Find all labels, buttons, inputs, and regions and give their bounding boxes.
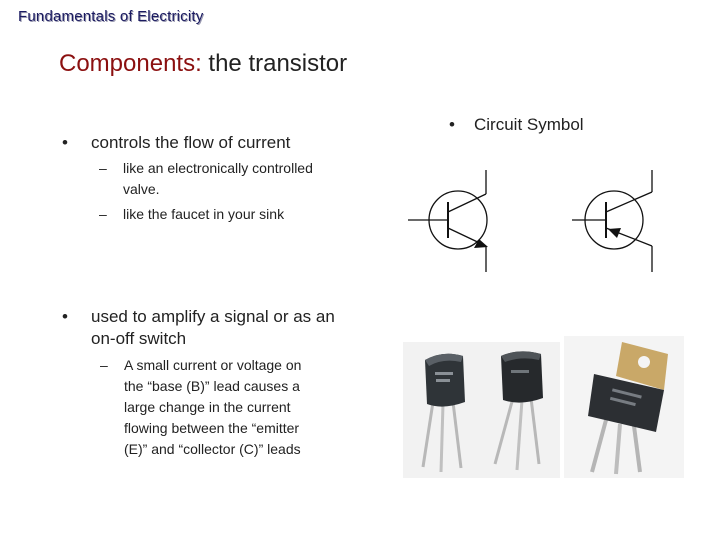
title-accent: Components: (59, 50, 202, 77)
sub-dash: – (99, 206, 107, 222)
sub-text-line: large change in the current (124, 399, 291, 415)
sub-text-line2: valve. (123, 181, 160, 197)
pnp-transistor-symbol (572, 170, 653, 272)
slide-title: Components: the transistor (59, 50, 347, 78)
sub-dash: – (99, 160, 107, 176)
sub-bullet-base-current: – A small current or voltage on the “bas… (100, 355, 302, 460)
sub-text-line: the “base (B)” lead causes a (124, 378, 300, 394)
bullet-dot: • (449, 115, 455, 134)
bullet-amplify: • used to amplify a signal or as an on-o… (62, 306, 335, 350)
sub-text-line1: like an electronically controlled (123, 160, 313, 176)
bullet-text: controls the flow of current (91, 133, 291, 152)
npn-transistor-symbol (408, 170, 488, 272)
bullet-dot: • (62, 307, 68, 326)
sub-text-line: (E)” and “collector (C)” leads (124, 441, 301, 457)
to220-transistor-photo (564, 336, 684, 478)
bullet-text-line2: on-off switch (91, 329, 187, 348)
sub-dash: – (100, 357, 108, 373)
sub-bullet-valve: – like an electronically controlled valv… (99, 158, 313, 200)
bullet-text-line1: used to amplify a signal or as an (91, 307, 335, 326)
bullet-text: Circuit Symbol (474, 115, 584, 134)
sub-text: like the faucet in your sink (123, 206, 285, 222)
course-header: Fundamentals of Electricity (18, 8, 204, 25)
to92-transistors-photo (403, 342, 560, 478)
sub-text-line: A small current or voltage on (124, 357, 302, 373)
title-rest: the transistor (201, 50, 348, 77)
sub-text-line: flowing between the “emitter (124, 420, 300, 436)
bullet-controls-flow: • controls the flow of current (62, 132, 291, 154)
bullet-dot: • (62, 133, 68, 152)
sub-bullet-faucet: – like the faucet in your sink (99, 204, 285, 225)
bullet-circuit-symbol: • Circuit Symbol (449, 115, 584, 135)
